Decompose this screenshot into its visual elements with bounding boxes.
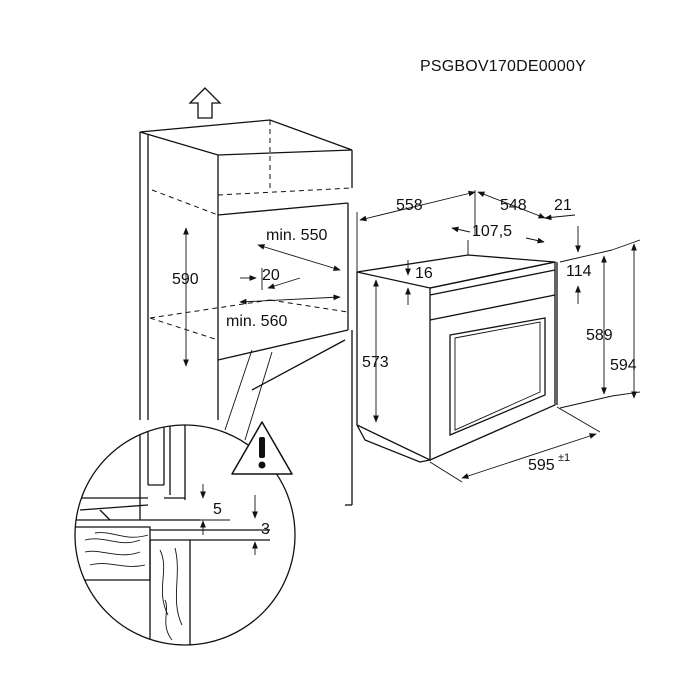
dim-20-label: 20 — [262, 267, 280, 284]
dim-589-label: 589 — [586, 327, 613, 344]
up-arrow-icon — [188, 87, 222, 119]
oven-dim-595: 595 ±1 — [429, 406, 601, 483]
cabinet-dim-min-560: min. 560 — [226, 294, 341, 330]
detail-dim-3-label: 3 — [261, 521, 270, 538]
oven-dim-107-5: 107,5 — [451, 223, 545, 244]
detail-dim-3: 3 — [252, 495, 270, 555]
oven-dim-558: 558 — [356, 190, 476, 272]
cabinet-dim-590: 590 — [172, 227, 199, 367]
oven-dim-114: 114 — [566, 226, 592, 304]
dim-min-560-label: min. 560 — [226, 313, 287, 330]
dim-558-label: 558 — [396, 197, 423, 214]
dim-573-label: 573 — [362, 354, 389, 371]
dim-590-label: 590 — [172, 271, 199, 288]
dim-21-label: 21 — [554, 197, 572, 214]
dim-107-5-label: 107,5 — [472, 223, 512, 240]
dim-595-tolerance: ±1 — [558, 452, 570, 464]
cabinet-dim-min-550: min. 550 — [257, 227, 341, 271]
oven-dim-594: 594 — [610, 239, 641, 399]
oven-dim-573: 573 — [362, 279, 389, 423]
warning-triangle-icon — [231, 421, 293, 475]
oven-dim-589: 589 — [559, 249, 613, 409]
cabinet-dim-20: 20 — [240, 267, 301, 290]
detail-dim-5-label: 5 — [213, 501, 222, 518]
detail-dim-5: 5 — [185, 484, 230, 535]
oven-dim-548: 548 — [474, 190, 546, 236]
dim-594-label: 594 — [610, 357, 637, 374]
product-code: PSGBOV170DE0000Y — [420, 58, 586, 75]
dim-114-label: 114 — [566, 263, 592, 280]
detail-section — [75, 425, 270, 645]
dim-16-label: 16 — [415, 265, 433, 282]
oven-drawing — [356, 240, 558, 463]
oven-dim-16: 16 — [405, 260, 433, 305]
oven-dim-21: 21 — [544, 197, 576, 221]
dim-548-label: 548 — [500, 197, 527, 214]
dim-595-label: 595 — [528, 457, 555, 474]
dim-min-550-label: min. 550 — [266, 227, 327, 244]
